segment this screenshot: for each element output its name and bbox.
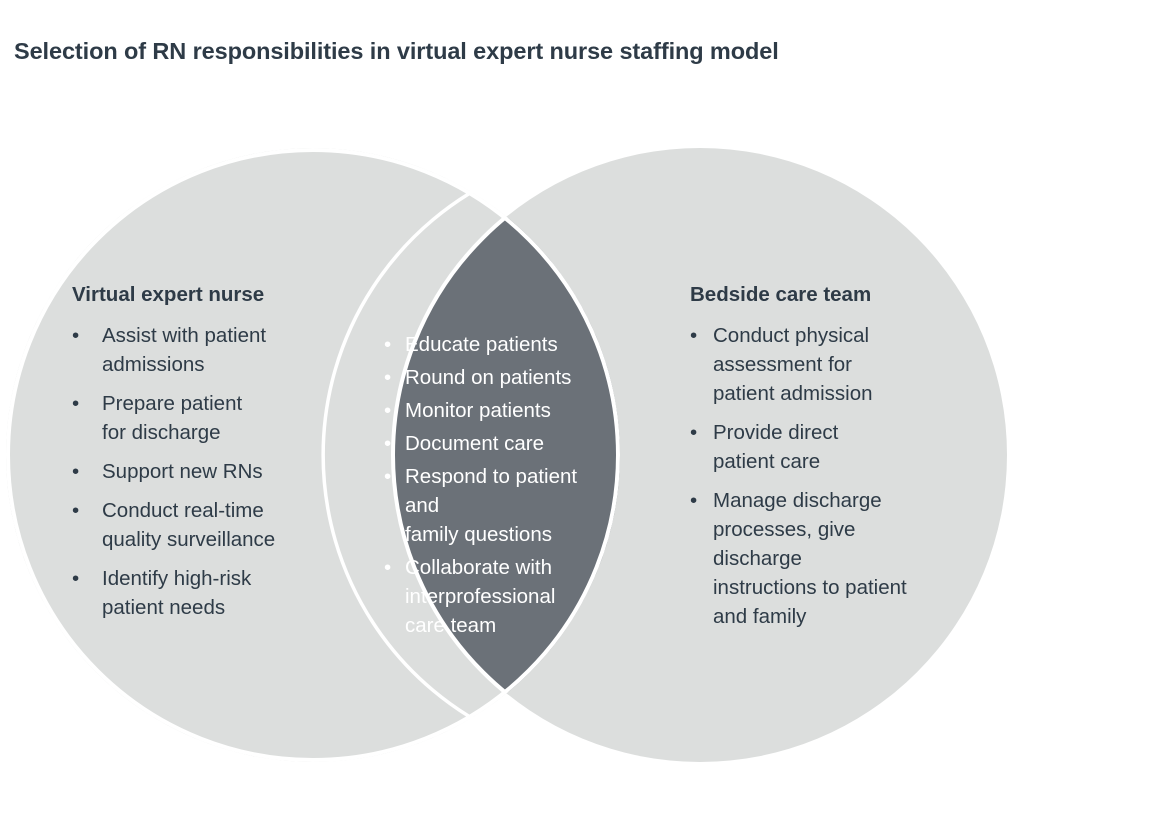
list-item-text: Respond to patient and family questions <box>405 465 578 546</box>
list-item-text: Manage discharge processes, give dischar… <box>713 489 907 628</box>
bullet-icon: • <box>72 392 80 415</box>
list-item: • Collaborate with interprofessional car… <box>384 553 634 640</box>
list-item-text: Conduct physical assessment for patient … <box>713 324 873 405</box>
bullet-list-left: • Assist with patient admissions • Prepa… <box>72 321 330 622</box>
list-item-text: Round on patients <box>405 366 572 389</box>
list-item-text: Monitor patients <box>405 399 551 422</box>
list-item: • Prepare patient for discharge <box>72 389 330 447</box>
list-item: • Round on patients <box>384 363 634 392</box>
list-item-text: Educate patients <box>405 333 558 356</box>
bullet-icon: • <box>384 399 392 422</box>
bullet-icon: • <box>690 324 698 347</box>
list-item-text: Identify high-risk patient needs <box>102 567 252 619</box>
page-title: Selection of RN responsibilities in virt… <box>14 38 779 64</box>
bullet-icon: • <box>384 556 392 579</box>
bullet-icon: • <box>72 460 80 483</box>
list-item-text: Collaborate with interprofessional care … <box>405 556 556 637</box>
venn-overlap-lens <box>391 148 620 762</box>
list-item-text: Provide direct patient care <box>713 421 839 473</box>
list-item-text: Support new RNs <box>102 460 263 483</box>
list-item-text: Document care <box>405 432 545 455</box>
list-item: • Provide direct patient care <box>690 418 962 476</box>
list-item: • Document care <box>384 429 634 458</box>
list-item-text: Conduct real-time quality surveillance <box>102 499 276 551</box>
list-item-text: Prepare patient for discharge <box>102 392 243 444</box>
list-item: • Identify high-risk patient needs <box>72 564 330 622</box>
bullet-icon: • <box>384 432 392 455</box>
list-item-text: Assist with patient admissions <box>102 324 267 376</box>
column-heading-right: Bedside care team <box>690 283 872 306</box>
venn-section-bedside-care-team: Bedside care team • Conduct physical ass… <box>690 283 962 631</box>
list-item: • Conduct real-time quality surveillance <box>72 496 330 554</box>
list-item: • Monitor patients <box>384 396 634 425</box>
list-item: • Support new RNs <box>72 457 330 486</box>
column-heading-left: Virtual expert nurse <box>72 283 265 306</box>
bullet-list-right: • Conduct physical assessment for patien… <box>690 321 962 631</box>
venn-lens-left-edge-stroke <box>6 148 620 762</box>
list-item: • Educate patients <box>384 330 634 359</box>
bullet-icon: • <box>690 421 698 444</box>
bullet-list-center: • Educate patients • Round on patients •… <box>384 330 634 640</box>
bullet-icon: • <box>72 324 80 347</box>
list-item: • Conduct physical assessment for patien… <box>690 321 962 408</box>
list-item: • Manage discharge processes, give disch… <box>690 486 962 631</box>
venn-section-virtual-expert-nurse: Virtual expert nurse • Assist with patie… <box>72 283 330 622</box>
bullet-icon: • <box>384 333 392 356</box>
bullet-icon: • <box>690 489 698 512</box>
list-item: • Assist with patient admissions <box>72 321 330 379</box>
bullet-icon: • <box>72 499 80 522</box>
bullet-icon: • <box>384 465 392 488</box>
bullet-icon: • <box>384 366 392 389</box>
bullet-icon: • <box>72 567 80 590</box>
list-item: • Respond to patient and family question… <box>384 462 634 549</box>
venn-section-shared-responsibilities: • Educate patients • Round on patients •… <box>384 330 634 644</box>
venn-lens-left-stroke <box>321 172 508 738</box>
